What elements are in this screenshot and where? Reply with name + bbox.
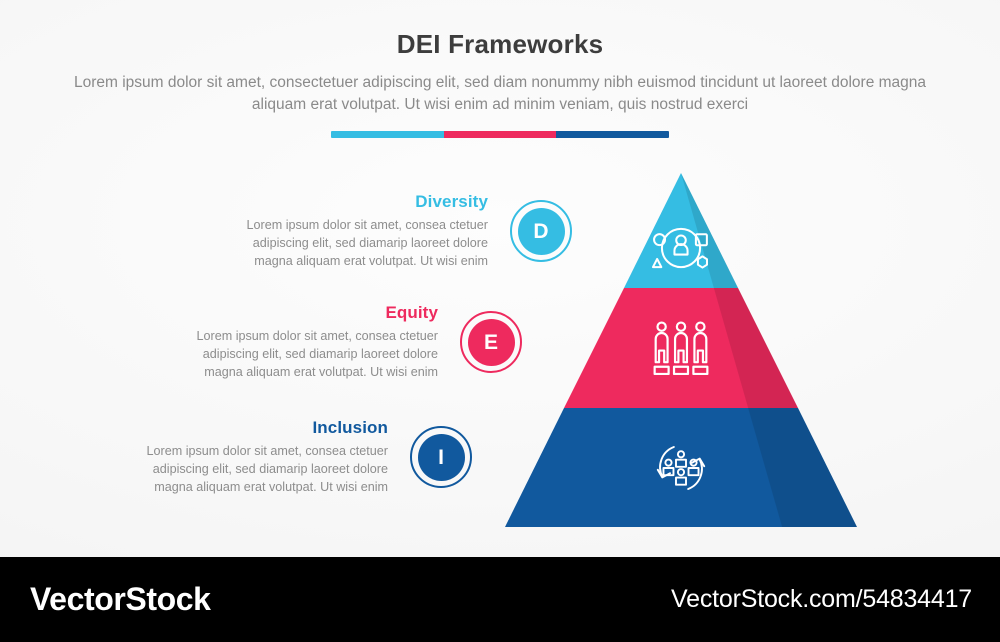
page-subtitle: Lorem ipsum dolor sit amet, consectetuer… <box>73 74 927 114</box>
accent-bar <box>331 131 669 138</box>
watermark-bar: VectorStock VectorStock.com/54834417 <box>0 557 1000 642</box>
tier-row-inclusion[interactable]: Inclusion Lorem ipsum dolor sit amet, co… <box>106 418 472 497</box>
tier-text-diversity: Diversity Lorem ipsum dolor sit amet, co… <box>220 192 510 271</box>
tier-badge-core-diversity: D <box>517 207 565 255</box>
tier-row-equity[interactable]: Equity Lorem ipsum dolor sit amet, conse… <box>156 303 522 382</box>
tier-badge-core-inclusion: I <box>417 433 465 481</box>
tier-description-list: Diversity Lorem ipsum dolor sit amet, co… <box>106 192 572 497</box>
tier-badge-letter-inclusion: I <box>438 445 444 469</box>
tier-heading-diversity: Diversity <box>415 192 488 211</box>
tier-body-equity: Lorem ipsum dolor sit amet, consea ctetu… <box>196 329 439 379</box>
page-title: DEI Frameworks <box>396 29 604 59</box>
vectorstock-url: VectorStock.com/54834417 <box>671 585 972 613</box>
tier-badge-diversity[interactable]: D <box>510 200 572 263</box>
tier-text-inclusion: Inclusion Lorem ipsum dolor sit amet, co… <box>120 418 410 497</box>
accent-segment-inclusion <box>556 131 669 138</box>
tier-heading-inclusion: Inclusion <box>312 418 388 437</box>
accent-segment-diversity <box>331 131 444 138</box>
tier-row-diversity[interactable]: Diversity Lorem ipsum dolor sit amet, co… <box>206 192 572 271</box>
vectorstock-logo: VectorStock <box>30 581 211 617</box>
tier-badge-equity[interactable]: E <box>460 311 522 374</box>
pyramid-diagram <box>495 165 870 537</box>
tier-badge-inclusion[interactable]: I <box>410 426 472 489</box>
tier-heading-equity: Equity <box>385 303 438 322</box>
tier-badge-core-equity: E <box>467 318 515 366</box>
pyramid-shape <box>505 173 857 527</box>
tier-body-inclusion: Lorem ipsum dolor sit amet, consea ctetu… <box>146 444 389 494</box>
tier-badge-letter-diversity: D <box>533 219 549 243</box>
artboard: DEI Frameworks Lorem ipsum dolor sit ame… <box>0 0 1000 557</box>
tier-body-diversity: Lorem ipsum dolor sit amet, consea ctetu… <box>246 218 489 268</box>
tier-text-equity: Equity Lorem ipsum dolor sit amet, conse… <box>170 303 460 382</box>
tier-badge-letter-equity: E <box>483 330 498 354</box>
header: DEI Frameworks Lorem ipsum dolor sit ame… <box>0 0 1000 117</box>
accent-segment-equity <box>443 131 557 138</box>
